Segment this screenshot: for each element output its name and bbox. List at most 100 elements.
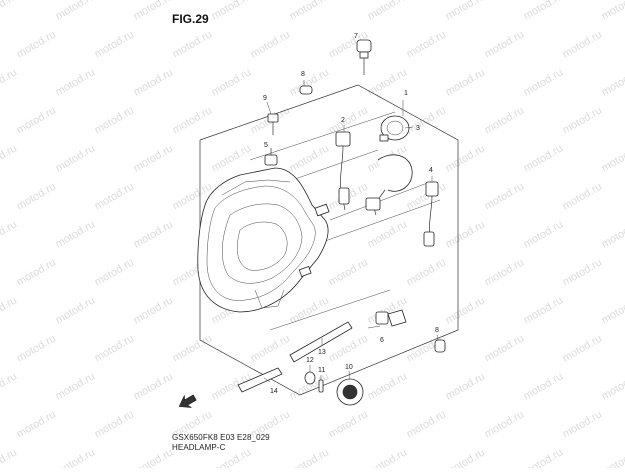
watermark-text: motod.ru: [93, 332, 137, 364]
watermark-text: motod.ru: [366, 0, 410, 23]
direction-arrow-icon: [176, 391, 199, 412]
watermark-text: motod.ru: [54, 446, 98, 468]
callout-4: 4: [429, 167, 433, 174]
watermark-text: motod.ru: [288, 142, 332, 174]
watermark-text: motod.ru: [561, 256, 605, 288]
watermark-text: motod.ru: [54, 294, 98, 326]
watermark-text: motod.ru: [210, 66, 254, 98]
watermark-text: motod.ru: [132, 218, 176, 250]
callout-9: 9: [263, 95, 267, 102]
watermark-text: motod.ru: [210, 142, 254, 174]
watermark-text: motod.ru: [600, 218, 625, 250]
watermark-text: motod.ru: [210, 0, 254, 23]
watermark-text: motod.ru: [600, 66, 625, 98]
bulb-8-bottom: [435, 340, 445, 352]
headlamp-housing: [198, 168, 329, 312]
watermark-text: motod.ru: [405, 104, 449, 136]
watermark-text: motod.ru: [444, 0, 488, 23]
watermark-text: motod.ru: [0, 294, 19, 326]
watermark-text: motod.ru: [54, 370, 98, 402]
watermark-text: motod.ru: [405, 28, 449, 60]
watermark-text: motod.ru: [132, 0, 176, 23]
watermark-text: motod.ru: [522, 66, 566, 98]
watermark-text: motod.ru: [444, 446, 488, 468]
watermark-text: motod.ru: [561, 332, 605, 364]
callout-1: 1: [404, 90, 408, 97]
watermark-text: motod.ru: [0, 446, 19, 468]
callout-12: 12: [306, 357, 314, 364]
callout-5: 5: [264, 142, 268, 149]
watermark-text: motod.ru: [483, 180, 527, 212]
watermark-text: motod.ru: [132, 294, 176, 326]
watermark-text: motod.ru: [522, 446, 566, 468]
callout-6: 6: [380, 337, 384, 344]
watermark-text: motod.ru: [54, 66, 98, 98]
watermark-text: motod.ru: [15, 332, 59, 364]
watermark-text: motod.ru: [522, 294, 566, 326]
watermark-text: motod.ru: [522, 0, 566, 23]
watermark-text: motod.ru: [522, 142, 566, 174]
watermark-text: motod.ru: [483, 28, 527, 60]
bulb-7: [357, 40, 371, 75]
watermark-text: motod.ru: [132, 370, 176, 402]
watermark-text: motod.ru: [93, 180, 137, 212]
watermark-text: motod.ru: [54, 0, 98, 23]
callout-3: 3: [416, 125, 420, 132]
callout-7: 7: [354, 33, 358, 40]
watermark-text: motod.ru: [600, 446, 625, 468]
watermark-text: motod.ru: [444, 218, 488, 250]
watermark-text: motod.ru: [15, 408, 59, 440]
bulb-holder-ring: [380, 116, 409, 141]
watermark-text: motod.ru: [405, 408, 449, 440]
callout-2: 2: [341, 117, 345, 124]
watermark-text: motod.ru: [54, 142, 98, 174]
watermark-text: motod.ru: [444, 370, 488, 402]
watermark-text: motod.ru: [366, 370, 410, 402]
watermark-text: motod.ru: [132, 66, 176, 98]
watermark-text: motod.ru: [0, 218, 19, 250]
watermark-text: motod.ru: [366, 218, 410, 250]
watermark-text: motod.ru: [93, 408, 137, 440]
watermark-text: motod.ru: [249, 332, 293, 364]
callout-13: 13: [318, 349, 326, 356]
watermark-text: motod.ru: [93, 28, 137, 60]
watermark-text: motod.ru: [0, 142, 19, 174]
watermark-text: motod.ru: [15, 180, 59, 212]
watermark-text: motod.ru: [288, 0, 332, 23]
watermark-text: motod.ru: [132, 142, 176, 174]
watermark-text: motod.ru: [0, 0, 19, 23]
callout-14: 14: [270, 388, 278, 395]
callout-8-top: 8: [301, 71, 305, 78]
watermark-text: motod.ru: [0, 66, 19, 98]
watermark-text: motod.ru: [600, 0, 625, 23]
watermark-text: motod.ru: [444, 66, 488, 98]
watermark-text: motod.ru: [600, 370, 625, 402]
bulb-8-top: [300, 86, 312, 94]
watermark-text: motod.ru: [483, 332, 527, 364]
watermark-text: motod.ru: [561, 408, 605, 440]
watermark-text: motod.ru: [15, 28, 59, 60]
figure-name: HEADLAMP-C: [172, 443, 225, 452]
watermark-text: motod.ru: [15, 104, 59, 136]
watermark-text: motod.ru: [171, 28, 215, 60]
watermark-text: motod.ru: [561, 180, 605, 212]
callout-10: 10: [345, 364, 353, 371]
watermark-text: motod.ru: [93, 256, 137, 288]
watermark-text: motod.ru: [483, 104, 527, 136]
watermark-text: motod.ru: [522, 218, 566, 250]
watermark-text: motod.ru: [600, 294, 625, 326]
watermark-text: motod.ru: [444, 294, 488, 326]
watermark-text: motod.ru: [171, 332, 215, 364]
watermark-text: motod.ru: [561, 104, 605, 136]
watermark-text: motod.ru: [483, 256, 527, 288]
watermark-text: motod.ru: [54, 218, 98, 250]
watermark-text: motod.ru: [366, 446, 410, 468]
watermark-text: motod.ru: [522, 370, 566, 402]
watermark-text: motod.ru: [405, 256, 449, 288]
figure-title: FIG.29: [172, 12, 209, 26]
callout-11: 11: [318, 367, 325, 374]
watermark-text: motod.ru: [366, 66, 410, 98]
watermark-text: motod.ru: [249, 28, 293, 60]
watermark-text: motod.ru: [327, 256, 371, 288]
watermark-text: motod.ru: [93, 104, 137, 136]
